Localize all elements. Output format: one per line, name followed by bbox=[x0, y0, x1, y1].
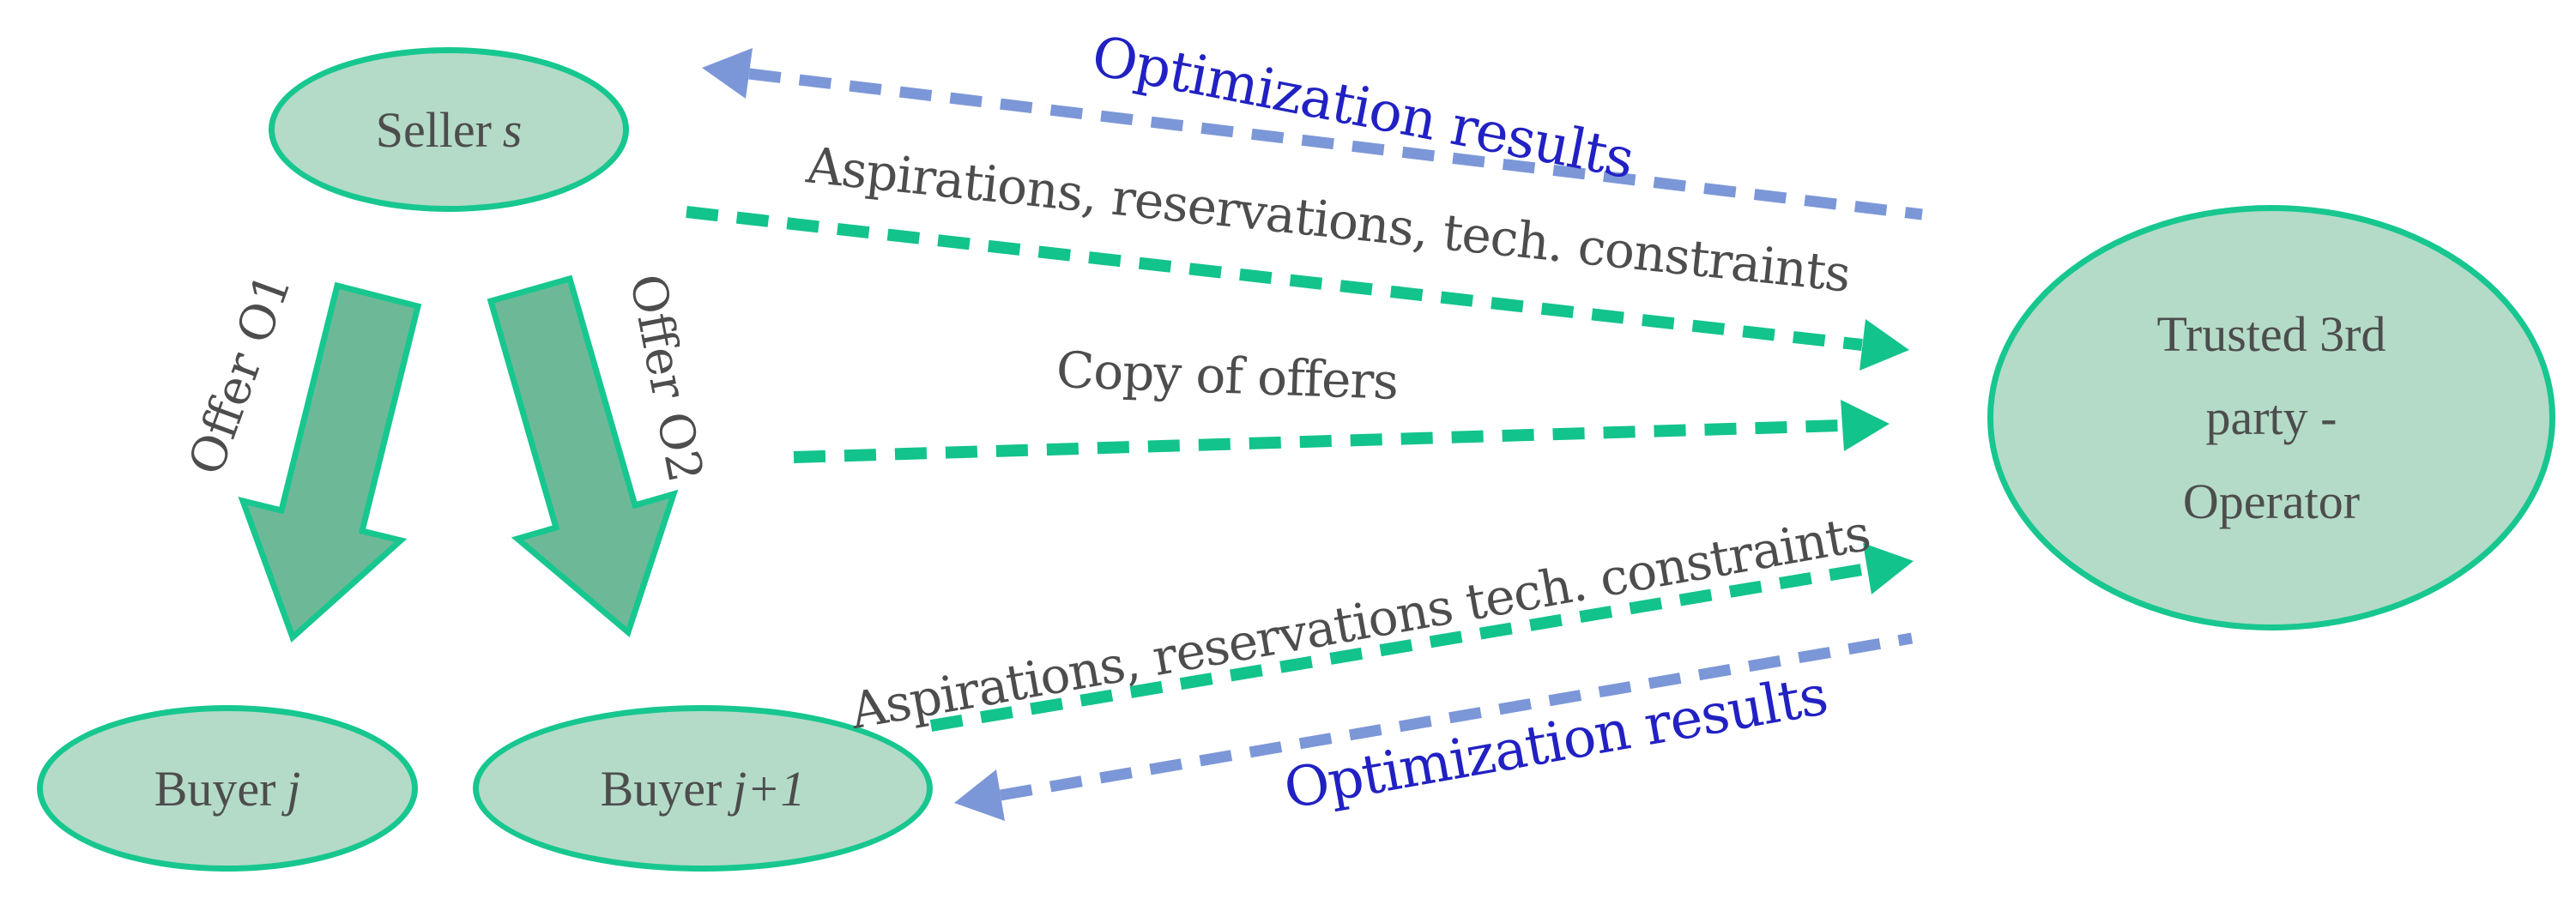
copy-of-offers-label: Copy of offers bbox=[1055, 341, 1400, 411]
operator-node: Trusted 3rd party - Operator bbox=[1987, 205, 2555, 630]
buyer-j1-variable: j+1 bbox=[733, 760, 806, 817]
operator-label-line3: Operator bbox=[2182, 473, 2361, 529]
buyer-j-variable: j bbox=[287, 760, 301, 817]
operator-label-line2: party - bbox=[2205, 389, 2337, 446]
seller-variable: s bbox=[502, 101, 523, 158]
offer-o2-block-arrow bbox=[487, 274, 679, 638]
aspirations-bottom-arrowhead bbox=[1863, 543, 1914, 594]
optimization-results-bottom-arrow-line bbox=[999, 632, 1914, 801]
optimization-results-top-arrow-line bbox=[748, 68, 1923, 220]
optimization-results-bottom-arrowhead bbox=[954, 769, 1005, 821]
copy-of-offers-arrowhead bbox=[1841, 400, 1890, 451]
aspirations-top-arrowhead bbox=[1859, 319, 1909, 371]
aspirations-bottom-arrow-line bbox=[929, 563, 1869, 732]
seller-label: Seller bbox=[375, 101, 492, 158]
operator-label-line1: Trusted 3rd bbox=[2156, 305, 2386, 362]
copy-of-offers-arrow-line bbox=[793, 419, 1843, 463]
buyer-j1-label: Buyer bbox=[600, 760, 723, 817]
optimization-results-top-arrowhead bbox=[702, 48, 753, 99]
operator-label: Trusted 3rd party - Operator bbox=[2157, 293, 2386, 543]
aspirations-top-arrow-line bbox=[686, 206, 1863, 351]
offer-o1-block-arrow bbox=[238, 281, 422, 643]
buyer-j-label: Buyer bbox=[154, 760, 276, 817]
